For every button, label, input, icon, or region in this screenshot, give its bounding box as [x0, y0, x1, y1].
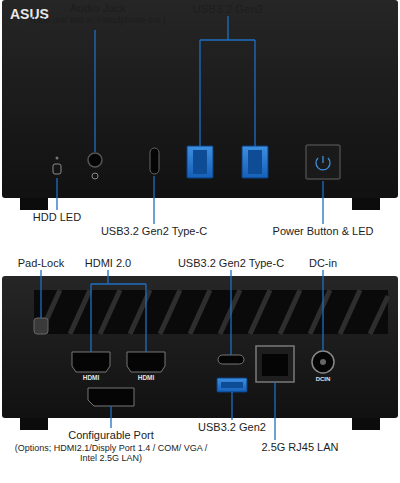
- port-note: (Options; HDMI2.1/Disply Port 1.4 / COM/…: [13, 443, 209, 464]
- port-marking: HDMI: [138, 374, 155, 381]
- rear-panel: [2, 276, 398, 418]
- vent: [34, 290, 388, 334]
- port-title: USB3.2 Gen2 Type-C: [101, 225, 207, 238]
- port-title: Audio Jack: [70, 2, 126, 15]
- usb-a-tongue: [248, 150, 262, 174]
- audio-jack: [88, 153, 102, 167]
- power-button: [306, 145, 340, 179]
- usb-a-port: [242, 146, 268, 178]
- rear-view: [2, 270, 398, 440]
- led-dot: [56, 157, 59, 160]
- usb-a-tongue: [193, 150, 207, 174]
- port-note: (Line out/ Mic in /Headphone out ): [30, 15, 166, 25]
- usb-a-tongue: [221, 382, 243, 388]
- dc-pin: [320, 359, 326, 365]
- front-view: [2, 0, 398, 224]
- hdd-icon: [53, 164, 61, 174]
- audio-icon: [92, 173, 98, 179]
- usb-c-port: [218, 355, 244, 364]
- front-panel: [2, 0, 398, 198]
- vent-slats: [40, 290, 388, 334]
- port-title: Power Button & LED: [273, 225, 374, 238]
- port-marking: HDMI: [83, 374, 100, 381]
- port-title: Configurable Port: [68, 429, 154, 442]
- usb-a-port: [187, 146, 213, 178]
- pad-lock: [34, 318, 48, 334]
- port-title: USB3.2 Gen2 Type-C: [178, 257, 284, 270]
- port-title: USB3.2 Gen2: [193, 3, 264, 16]
- port-title: HDD LED: [33, 211, 81, 224]
- configurable-port: [88, 388, 134, 406]
- leader-lines: [57, 16, 323, 224]
- port-title: Pad-Lock: [18, 257, 64, 270]
- port-marking: DCIN: [316, 376, 331, 383]
- port-title: USB3.2 Gen2: [198, 421, 266, 434]
- power-icon: [316, 156, 330, 170]
- leader-lines: [41, 270, 323, 440]
- usb-c-port: [150, 148, 159, 174]
- usb-a-port: [217, 378, 247, 392]
- rj45-socket: [262, 354, 288, 376]
- hdmi-port: [127, 352, 165, 372]
- rj45-port: [256, 346, 294, 382]
- port-title: HDMI 2.0: [85, 257, 131, 270]
- hdmi-port: [72, 352, 110, 372]
- dc-in-jack: [312, 351, 334, 373]
- port-title: DC-in: [309, 257, 337, 270]
- port-title: 2.5G RJ45 LAN: [261, 441, 338, 454]
